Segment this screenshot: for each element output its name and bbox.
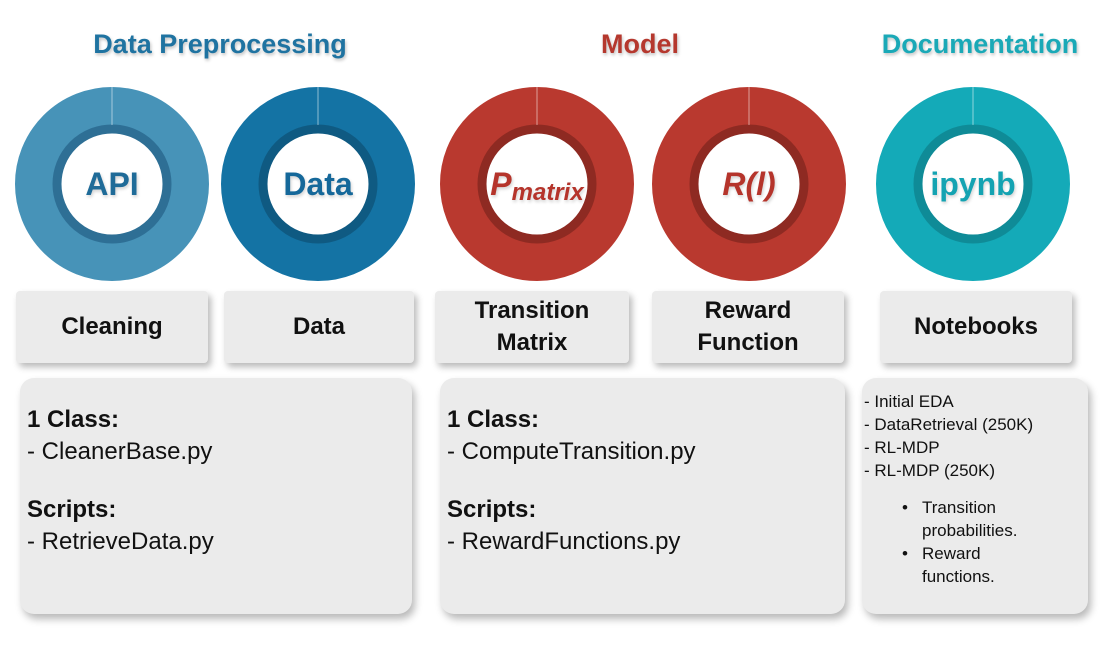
- bullet-dot-icon: •: [902, 498, 908, 517]
- notebook-bullets: • Transition probabilities. • Reward funct…: [864, 496, 1088, 588]
- bullet-transition-probabilities: • Transition probabilities.: [864, 496, 1088, 542]
- preprocessing-class-title: 1 Class:: [27, 406, 120, 433]
- bullet-reward-functions: • Reward functions.: [864, 542, 1088, 588]
- ring-pmatrix-graphic: [440, 87, 634, 281]
- ring-data: Data: [221, 87, 415, 281]
- section-title-preprocessing: Data Preprocessing: [93, 29, 347, 59]
- model-class-item: - ComputeTransition.py: [447, 438, 696, 465]
- reward-math: R(l): [722, 165, 776, 202]
- preprocessing-class-item: - CleanerBase.py: [27, 438, 213, 465]
- pmatrix-main: P: [490, 165, 512, 202]
- ring-api-label: API: [85, 165, 139, 202]
- ring-ipynb-graphic: [876, 87, 1070, 281]
- bullet-text-transition: Transition probabilities.: [922, 498, 1018, 540]
- ring-reward-graphic: [652, 87, 846, 281]
- preprocessing-scripts-item: - RetrieveData.py: [27, 528, 214, 555]
- label-reward: Reward Function: [697, 297, 799, 356]
- bullet-text-reward: Reward functions.: [922, 544, 995, 586]
- section-title-documentation: Documentation: [881, 29, 1079, 59]
- label-box-transition: Transition Matrix: [435, 291, 629, 363]
- content-box-documentation: - Initial EDA - DataRetrieval (250K) - R…: [862, 378, 1088, 614]
- model-class-title: 1 Class:: [447, 406, 540, 433]
- label-box-data: Data: [224, 291, 414, 363]
- model-scripts-title: Scripts:: [447, 496, 537, 523]
- section-title-model: Model: [601, 29, 679, 59]
- label-transition: Transition Matrix: [474, 297, 590, 356]
- notebook-item-rl-mdp-250k: - RL-MDP (250K): [864, 461, 995, 480]
- pmatrix-sub: matrix: [511, 179, 584, 206]
- label-cleaning: Cleaning: [61, 313, 163, 340]
- label-notebooks: Notebooks: [913, 313, 1038, 340]
- ring-data-label: Data: [283, 165, 353, 202]
- bullet-dot-icon: •: [902, 544, 908, 563]
- label-box-cleaning: Cleaning: [16, 291, 208, 363]
- notebook-item-initial-eda: - Initial EDA: [864, 392, 954, 411]
- ring-ipynb: ipynb: [876, 87, 1070, 281]
- preprocessing-scripts-title: Scripts:: [27, 496, 117, 523]
- model-scripts-item: - RewardFunctions.py: [447, 528, 681, 555]
- ring-data-graphic: [221, 87, 415, 281]
- notebook-item-dataretrieval: - DataRetrieval (250K): [864, 415, 1034, 434]
- content-box-preprocessing: 1 Class: - CleanerBase.py Scripts: - Ret…: [20, 378, 412, 614]
- notebook-list: - Initial EDA - DataRetrieval (250K) - R…: [864, 390, 1088, 482]
- ring-ipynb-label: ipynb: [930, 165, 1016, 202]
- label-box-reward: Reward Function: [652, 291, 844, 363]
- ring-api-graphic: [15, 87, 209, 281]
- ring-api: API: [15, 87, 209, 281]
- label-box-notebooks: Notebooks: [880, 291, 1072, 363]
- ring-reward: R(l): [652, 87, 846, 281]
- ring-reward-label: R(l): [652, 87, 846, 281]
- notebook-item-rl-mdp: - RL-MDP: [864, 438, 940, 457]
- label-data: Data: [292, 313, 346, 340]
- content-box-model: 1 Class: - ComputeTransition.py Scripts:…: [440, 378, 845, 614]
